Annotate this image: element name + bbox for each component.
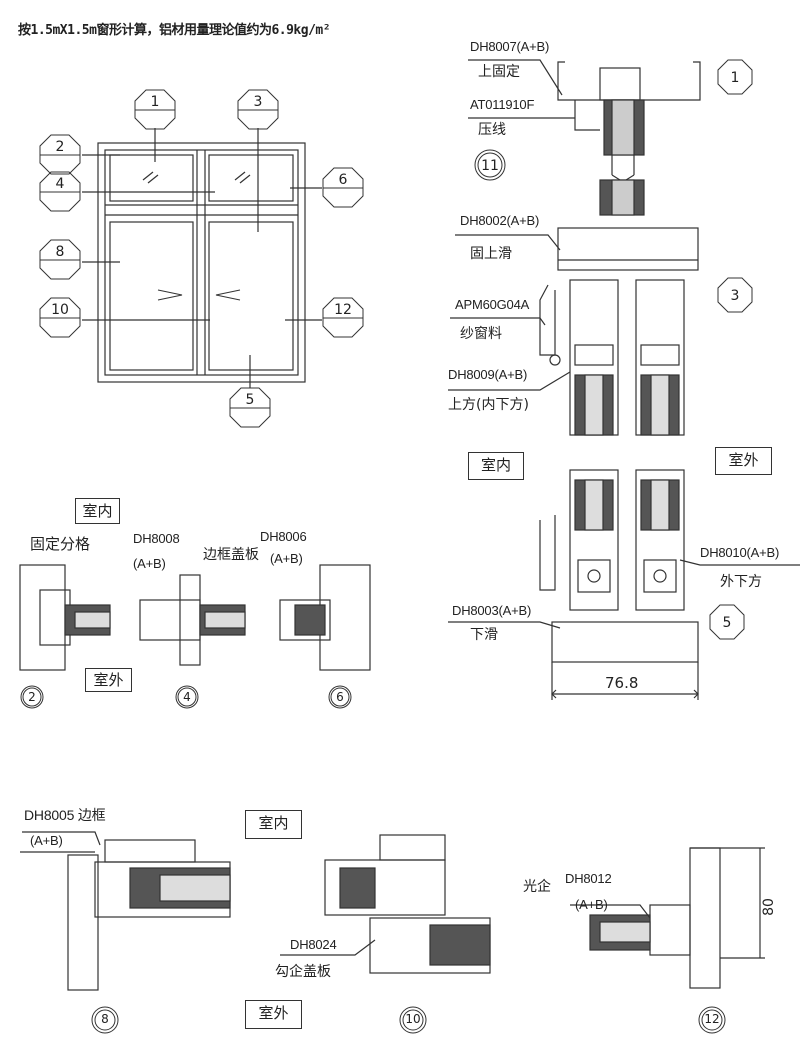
label-dh8005: DH8005 边框 xyxy=(24,807,106,823)
callout-8-section: 8 xyxy=(101,1012,109,1026)
label-light-interlock: 光企 xyxy=(523,879,551,895)
label-upper-fixed: 上固定 xyxy=(478,64,520,80)
callout-6: 6 xyxy=(338,172,348,188)
label-apm60g04a: APM60G04A xyxy=(455,297,530,312)
callout-3-section: 3 xyxy=(730,288,740,304)
callout-2: 2 xyxy=(55,139,65,155)
callout-12-section: 12 xyxy=(704,1012,720,1026)
label-fixed-divider: 固定分格 xyxy=(30,535,91,553)
outdoor-tag: 室外 xyxy=(85,668,132,692)
label-fixed-upper-slide: 固上滑 xyxy=(470,246,512,262)
vertical-section-drawing xyxy=(448,59,800,700)
label-dh8010: DH8010(A+B) xyxy=(700,545,780,560)
label-hook-cover: 勾企盖板 xyxy=(275,964,331,980)
callout-12: 12 xyxy=(334,302,352,318)
mid-left-callouts xyxy=(20,685,352,709)
label-frame-cover: 边框盖板 xyxy=(203,547,259,563)
callout-10: 10 xyxy=(51,302,69,318)
label-dh8005-ab: (A+B) xyxy=(30,833,63,848)
label-dh8006-ab: (A+B) xyxy=(270,551,303,566)
callout-6-section: 6 xyxy=(336,690,344,704)
callout-2-section: 2 xyxy=(28,690,36,704)
elevation-callout-octagons xyxy=(39,89,364,428)
callout-5-section: 5 xyxy=(722,615,732,631)
indoor-tag: 室内 xyxy=(245,810,302,839)
label-dh8024: DH8024 xyxy=(290,937,337,952)
label-dh8012-ab: (A+B) xyxy=(575,897,608,912)
label-outer-bottom: 外下方 xyxy=(720,574,762,590)
label-dh8006: DH8006 xyxy=(260,529,307,544)
label-bead: 压线 xyxy=(478,122,506,138)
callout-4: 4 xyxy=(55,176,65,192)
label-dh8003: DH8003(A+B) xyxy=(452,603,532,618)
material-usage-note: 按1.5mX1.5m窗形计算，铝材用量理论值约为6.9kg/m² xyxy=(18,23,331,38)
bottom-callouts xyxy=(91,1006,726,1034)
callout-1: 1 xyxy=(150,94,160,110)
label-dh8007: DH8007(A+B) xyxy=(470,39,550,54)
callout-4-section: 4 xyxy=(183,690,191,704)
horizontal-section-2-4-6 xyxy=(19,564,371,671)
callout-10-section: 10 xyxy=(405,1012,421,1026)
callout-8: 8 xyxy=(55,244,65,260)
label-dh8008: DH8008 xyxy=(133,531,180,546)
dimension-height: 80 xyxy=(760,898,777,916)
callout-5: 5 xyxy=(245,392,255,408)
callout-11: 11 xyxy=(481,158,499,174)
outdoor-tag: 室外 xyxy=(715,447,772,475)
horizontal-section-8-10-12 xyxy=(20,831,765,991)
callout-3: 3 xyxy=(253,94,263,110)
indoor-tag: 室内 xyxy=(75,498,120,524)
label-top-inner-bottom: 上方(内下方) xyxy=(448,397,529,413)
label-lower-slide: 下滑 xyxy=(470,627,498,643)
label-dh8008-ab: (A+B) xyxy=(133,556,166,571)
label-at011910f: AT011910F xyxy=(470,97,535,112)
label-screen: 纱窗料 xyxy=(460,326,502,342)
indoor-tag: 室内 xyxy=(468,452,524,480)
window-elevation xyxy=(82,128,322,388)
outdoor-tag: 室外 xyxy=(245,1000,302,1029)
label-dh8009: DH8009(A+B) xyxy=(448,367,528,382)
callout-1-section: 1 xyxy=(730,70,740,86)
label-dh8002: DH8002(A+B) xyxy=(460,213,540,228)
dimension-width: 76.8 xyxy=(605,674,639,692)
label-dh8012: DH8012 xyxy=(565,871,612,886)
top-right-callouts xyxy=(474,59,753,640)
